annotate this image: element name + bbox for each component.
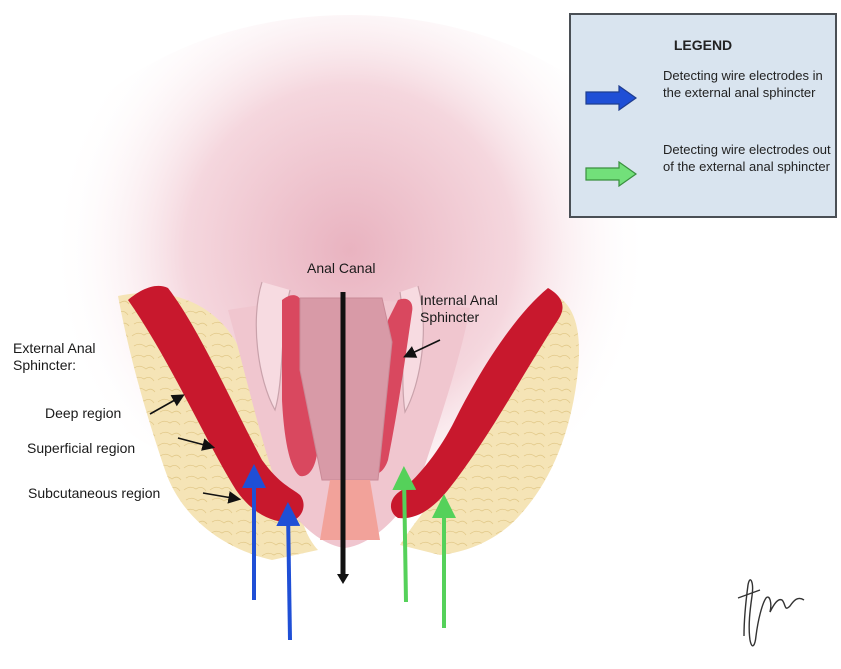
label-subcutaneous-region: Subcutaneous region	[28, 485, 160, 502]
legend-item-blue: Detecting wire electrodes in the externa…	[663, 67, 839, 101]
signature	[744, 580, 804, 646]
legend-title: LEGEND	[571, 37, 835, 53]
label-deep-region: Deep region	[45, 405, 121, 422]
label-internal-anal-sphincter: Internal Anal Sphincter	[420, 292, 530, 326]
label-superficial-region: Superficial region	[27, 440, 135, 457]
label-anal-canal: Anal Canal	[307, 260, 376, 277]
green-arrow-icon	[585, 161, 637, 187]
label-external-anal-sphincter: External Anal Sphincter:	[13, 340, 138, 374]
legend-box: LEGEND Detecting wire electrodes in the …	[569, 13, 837, 218]
legend-item-green: Detecting wire electrodes out of the ext…	[663, 141, 839, 175]
blue-electrode-2	[288, 510, 290, 640]
blue-arrow-icon	[585, 85, 637, 111]
green-electrode-1	[404, 474, 406, 602]
anal-orifice	[320, 480, 380, 540]
